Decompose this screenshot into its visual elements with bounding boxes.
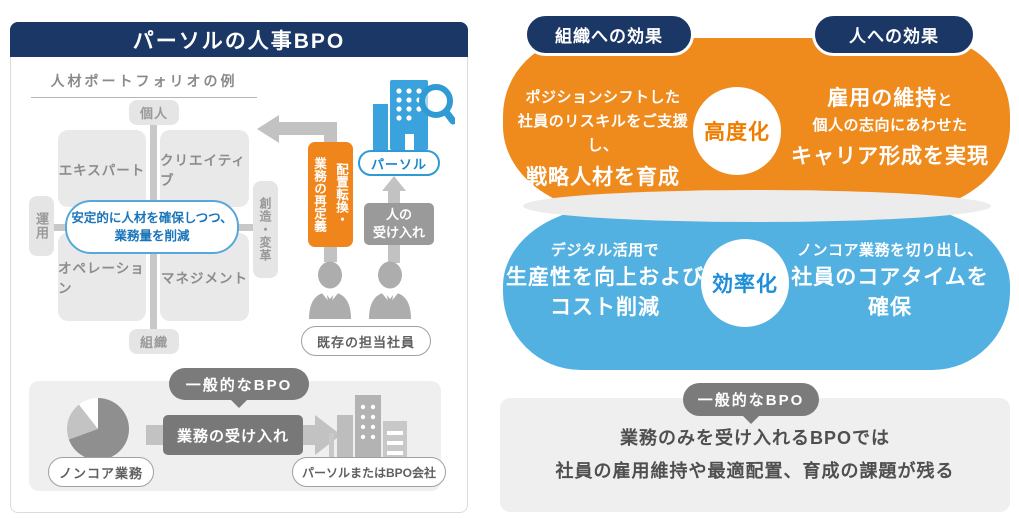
efficiency-circle: 効率化 bbox=[701, 239, 789, 327]
left-arrowhead-icon bbox=[257, 115, 279, 143]
advanced-right-line-1: 雇用の維持と bbox=[782, 84, 998, 114]
pie-chart-icon bbox=[67, 398, 129, 460]
advanced-right-line-2: 個人の志向にあわせた bbox=[812, 117, 968, 135]
and-suffix: と bbox=[937, 92, 953, 109]
efficiency-right-line-3: 確保 bbox=[868, 296, 912, 320]
bubble-pointer bbox=[742, 415, 760, 424]
existing-staff-pill: 既存の担当社員 bbox=[301, 326, 431, 356]
bpo-note-line-2: 社員の雇用維持や最適配置、育成の課題が残る bbox=[555, 461, 955, 481]
advanced-right-text: 雇用の維持と 個人の志向にあわせた キャリア形成を実現 bbox=[782, 84, 998, 173]
blob-divider bbox=[523, 190, 991, 222]
building-search-icon bbox=[373, 80, 455, 150]
arrow-shaft-people-bottom bbox=[388, 245, 400, 263]
advanced-left-text: ポジションシフトした 社員のリスキルをご支援し、 戦略人材を育成 bbox=[503, 86, 703, 193]
redeploy-col-1: 配置転換・ bbox=[334, 163, 348, 226]
portfolio-heading: 人材ポートフォリオの例 bbox=[31, 71, 257, 98]
right-arrowhead-icon bbox=[315, 415, 341, 455]
accept-people-line-1: 人の bbox=[385, 207, 412, 223]
efficiency-left-line-1: デジタル活用で bbox=[550, 242, 660, 259]
efficiency-right-line-2: 社員のコアタイムを bbox=[791, 266, 989, 289]
stable-talent-callout: 安定的に人材を確保しつつ、 業務量を削減 bbox=[65, 200, 239, 254]
quadrant-creative: クリエイティブ bbox=[160, 130, 249, 207]
up-arrowhead-icon bbox=[382, 176, 406, 191]
accept-people-line-2: 受け入れ bbox=[372, 225, 425, 240]
advanced-right-line-3: キャリア形成を実現 bbox=[791, 145, 989, 169]
callout-line-1: 安定的に人材を確保しつつ、 bbox=[71, 210, 233, 225]
callout-line-2: 業務量を削減 bbox=[114, 229, 190, 243]
efficiency-left-line-2: 生産性を向上および bbox=[506, 266, 704, 289]
arrow-shaft-people-top bbox=[388, 190, 400, 206]
office-buildings-icon bbox=[329, 395, 407, 467]
efficiency-left-line-3: コスト削減 bbox=[550, 296, 660, 320]
persol-or-bpo-company-pill: パーソルまたはBPO会社 bbox=[292, 457, 446, 487]
advanced-circle: 高度化 bbox=[693, 87, 781, 175]
axis-label-organization: 組織 bbox=[129, 329, 179, 354]
person-icon bbox=[369, 261, 411, 319]
redeploy-col-2: 業務の再定義 bbox=[312, 157, 326, 232]
arrow-shaft-horizontal bbox=[277, 122, 333, 135]
efficiency-right-line-1: ノンコア業務を切り出し、 bbox=[796, 242, 983, 259]
noncore-work-pill: ノンコア業務 bbox=[48, 457, 154, 487]
accept-people-box: 人の 受け入れ bbox=[364, 203, 434, 245]
efficiency-right-text: ノンコア業務を切り出し、 社員のコアタイムを 確保 bbox=[782, 239, 998, 324]
accept-work-label: 業務の受け入れ bbox=[163, 415, 303, 455]
generic-bpo-bubble-right: 一般的なBPO bbox=[683, 383, 819, 416]
advanced-left-line-1: ポジションシフトした bbox=[525, 89, 681, 106]
persol-pill: パーソル bbox=[358, 150, 440, 176]
axis-label-creation-change: 創造・変革 bbox=[253, 181, 278, 278]
org-effect-pill: 組織への効果 bbox=[524, 13, 694, 56]
advanced-left-line-3: 戦略人材を育成 bbox=[526, 166, 680, 189]
person-icon bbox=[309, 261, 351, 319]
axis-label-individual: 個人 bbox=[129, 100, 179, 125]
advanced-left-line-2: 社員のリスキルをご支援し、 bbox=[517, 113, 689, 154]
bpo-note-line-1: 業務のみを受け入れるBPOでは bbox=[619, 428, 890, 448]
generic-bpo-bubble: 一般的なBPO bbox=[169, 368, 309, 400]
panel-title-bar: パーソルの人事BPO bbox=[10, 22, 468, 57]
axis-label-operation-side: 運用 bbox=[29, 196, 54, 256]
panel-title: パーソルの人事BPO bbox=[132, 29, 346, 53]
employment-maintain-text: 雇用の維持 bbox=[827, 87, 938, 110]
bubble-pointer bbox=[230, 399, 248, 408]
quadrant-expert: エキスパート bbox=[58, 130, 146, 207]
people-effect-pill: 人への効果 bbox=[812, 13, 976, 56]
persol-hr-bpo-panel: パーソルの人事BPO 人材ポートフォリオの例 エキスパート クリエイティブ オペ… bbox=[10, 22, 468, 513]
redeploy-redefine-box: 配置転換・ 業務の再定義 bbox=[308, 142, 353, 247]
efficiency-left-text: デジタル活用で 生産性を向上および コスト削減 bbox=[500, 239, 710, 324]
